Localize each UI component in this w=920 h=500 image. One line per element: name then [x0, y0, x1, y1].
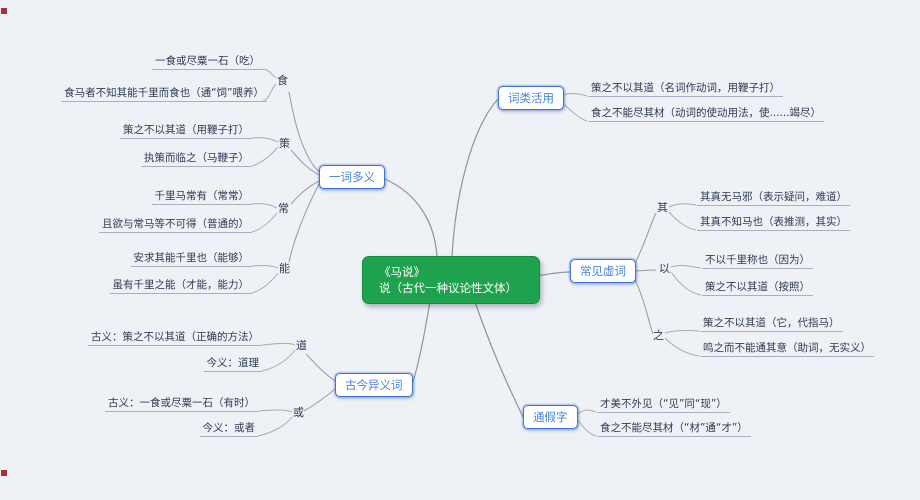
sub-label-yi[interactable]: 以 — [659, 262, 670, 275]
sub-label-shi[interactable]: 食 — [277, 74, 288, 87]
topic-ancient-modern-meaning[interactable]: 古今异义词 — [335, 373, 413, 397]
central-topic-title: 《马说》 — [379, 265, 425, 279]
sub-label-ce[interactable]: 策 — [279, 137, 290, 150]
leaf-topic[interactable]: 食之不能尽其材（动词的使动用法，使......竭尽） — [588, 106, 825, 122]
leaf-topic[interactable]: 不以千里称也（因为） — [702, 253, 813, 269]
leaf-topic[interactable]: 执策而临之（马鞭子） — [141, 151, 252, 167]
leaf-topic[interactable]: 古义：一食或尽粟一石（有时） — [105, 396, 258, 412]
leaf-topic[interactable]: 一食或尽粟一石（吃） — [152, 54, 263, 70]
leaf-topic[interactable]: 食马者不知其能千里而食也（通“饲”喂养） — [61, 86, 267, 102]
corner-marker-bottom — [1, 470, 7, 476]
leaf-topic[interactable]: 鸣之而不能通其意（助词，无实义） — [700, 341, 874, 357]
topic-word-class-usage[interactable]: 词类活用 — [498, 86, 564, 110]
topic-polysemy[interactable]: 一词多义 — [319, 165, 385, 189]
leaf-topic[interactable]: 千里马常有（常常） — [151, 189, 252, 205]
leaf-topic[interactable]: 今义：道理 — [203, 356, 262, 372]
leaf-topic[interactable]: 才美不外见（“见”同“现”） — [597, 397, 730, 413]
leaf-topic[interactable]: 安求其能千里也（能够） — [130, 251, 252, 267]
topic-function-words[interactable]: 常见虚词 — [570, 259, 636, 283]
leaf-brace-links — [251, 68, 702, 437]
leaf-topic[interactable]: 虽有千里之能（才能，能力） — [109, 278, 252, 294]
topic-phonetic-loan-chars[interactable]: 通假字 — [523, 405, 578, 429]
sub-label-huo[interactable]: 或 — [293, 406, 304, 419]
leaf-topic[interactable]: 今义：或者 — [199, 421, 258, 437]
leaf-topic[interactable]: 食之不能尽其材（“材”通“才”） — [597, 421, 751, 437]
leaf-topic[interactable]: 策之不以其道（按照） — [702, 280, 813, 296]
corner-marker-top — [1, 8, 7, 14]
central-topic-subtitle: 说（古代一种议论性文体） — [379, 281, 517, 295]
sub-label-zhi[interactable]: 之 — [653, 329, 664, 342]
leaf-topic[interactable]: 其真无马邪（表示疑问，难道） — [697, 190, 850, 206]
central-topic[interactable]: 《马说》 说（古代一种议论性文体） — [362, 256, 540, 304]
sub-label-neng[interactable]: 能 — [279, 262, 290, 275]
leaf-topic[interactable]: 策之不以其道（它，代指马） — [700, 316, 843, 332]
leaf-topic[interactable]: 其真不知马也（表推测，其实） — [697, 215, 850, 231]
leaf-topic[interactable]: 策之不以其道（用鞭子打） — [120, 123, 252, 139]
leaf-topic[interactable]: 古义：策之不以其道（正确的方法） — [88, 330, 262, 346]
sub-label-chang[interactable]: 常 — [278, 202, 289, 215]
sub-label-links — [288, 91, 657, 412]
leaf-topic[interactable]: 且欲与常马等不可得（普通的） — [99, 217, 252, 233]
sub-label-qi[interactable]: 其 — [657, 201, 668, 214]
sub-label-dao[interactable]: 道 — [296, 339, 307, 352]
leaf-topic[interactable]: 策之不以其道（名词作动词，用鞭子打） — [588, 81, 783, 97]
